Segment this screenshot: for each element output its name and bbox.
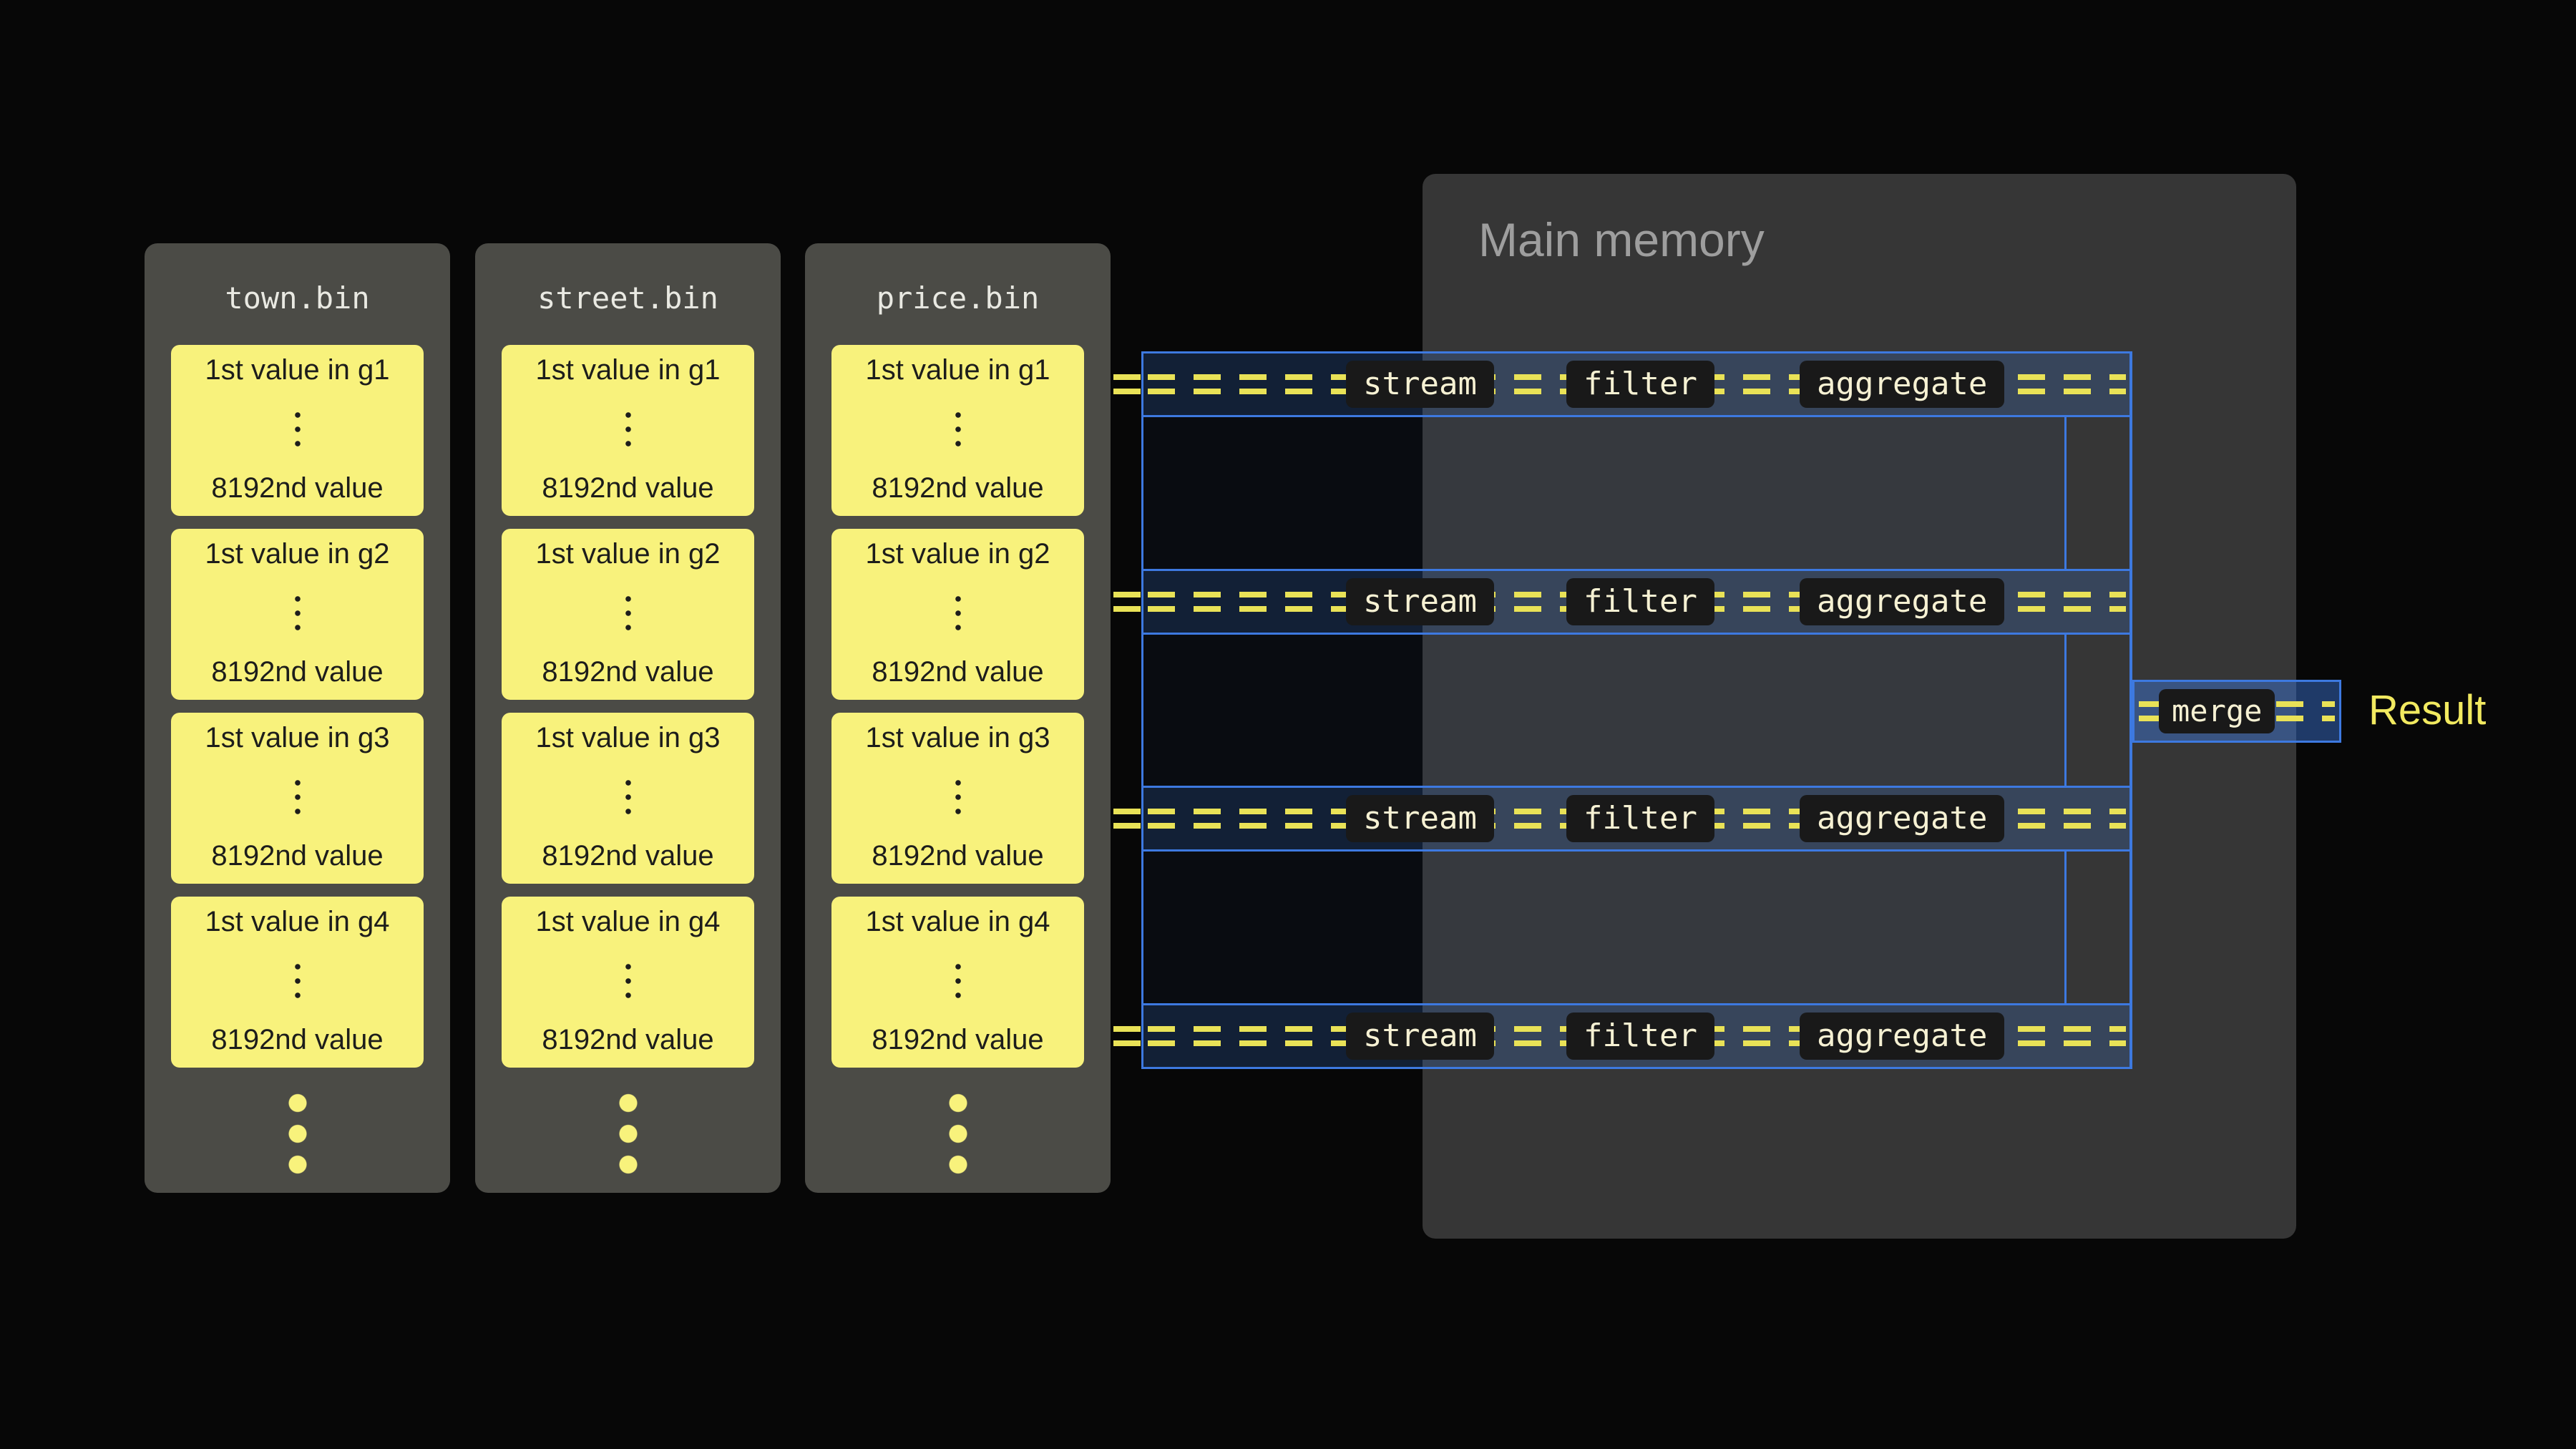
more-groups-ellipsis-icon <box>948 1088 967 1180</box>
group-box-g4: 1st value in g4 8192nd value <box>831 897 1084 1068</box>
file-panel-town: town.bin 1st value in g1 8192nd value 1s… <box>145 243 450 1193</box>
group-last-value: 8192nd value <box>872 656 1044 688</box>
stage-box-aggregate: aggregate <box>1800 1013 2005 1060</box>
group-last-value: 8192nd value <box>872 840 1044 872</box>
io-dash-icon <box>1113 1026 1142 1046</box>
vertical-ellipsis-icon <box>625 591 631 635</box>
group-last-value: 8192nd value <box>542 1024 714 1055</box>
group-box-g2: 1st value in g2 8192nd value <box>502 529 754 700</box>
vertical-ellipsis-icon <box>294 591 301 635</box>
group-last-value: 8192nd value <box>211 1024 384 1055</box>
vertical-ellipsis-icon <box>955 407 961 451</box>
stage-box-stream: stream <box>1346 1013 1494 1060</box>
merge-band: merge <box>2132 680 2341 743</box>
stage-box-filter: filter <box>1566 361 1714 408</box>
pipeline-connector-2 <box>1141 633 2067 788</box>
group-last-value: 8192nd value <box>542 840 714 872</box>
vertical-ellipsis-icon <box>294 959 301 1002</box>
stage-box-aggregate: aggregate <box>1800 795 2005 842</box>
stage-box-stream: stream <box>1346 578 1494 625</box>
group-last-value: 8192nd value <box>872 472 1044 504</box>
stage-box-aggregate: aggregate <box>1800 578 2005 625</box>
stage-box-aggregate: aggregate <box>1800 361 2005 408</box>
file-title: price.bin <box>876 280 1040 316</box>
group-first-value: 1st value in g3 <box>205 722 390 753</box>
merge-box: merge <box>2159 689 2275 733</box>
group-last-value: 8192nd value <box>211 472 384 504</box>
stage-box-filter: filter <box>1566 1013 1714 1060</box>
vertical-ellipsis-icon <box>625 959 631 1002</box>
stage-box-filter: filter <box>1566 578 1714 625</box>
group-last-value: 8192nd value <box>542 472 714 504</box>
group-box-g1: 1st value in g1 8192nd value <box>831 345 1084 516</box>
group-box-g4: 1st value in g4 8192nd value <box>502 897 754 1068</box>
group-last-value: 8192nd value <box>542 656 714 688</box>
pipeline-lane-4: stream filter aggregate <box>1113 1003 2132 1069</box>
group-last-value: 8192nd value <box>872 1024 1044 1055</box>
vertical-ellipsis-icon <box>955 959 961 1002</box>
group-first-value: 1st value in g1 <box>205 354 390 386</box>
main-memory-title: Main memory <box>1478 213 1765 266</box>
file-title: street.bin <box>537 280 718 316</box>
group-first-value: 1st value in g2 <box>535 538 721 570</box>
io-dash-icon <box>1113 809 1142 829</box>
group-last-value: 8192nd value <box>211 840 384 872</box>
group-box-g3: 1st value in g3 8192nd value <box>502 713 754 884</box>
group-box-g4: 1st value in g4 8192nd value <box>171 897 424 1068</box>
group-first-value: 1st value in g3 <box>865 722 1050 753</box>
pipeline-lane-2: stream filter aggregate <box>1113 569 2132 635</box>
group-box-g3: 1st value in g3 8192nd value <box>831 713 1084 884</box>
io-dash-icon <box>1113 592 1142 612</box>
stage-box-stream: stream <box>1346 361 1494 408</box>
vertical-ellipsis-icon <box>294 407 301 451</box>
group-first-value: 1st value in g2 <box>205 538 390 570</box>
stage-box-filter: filter <box>1566 795 1714 842</box>
vertical-ellipsis-icon <box>955 775 961 819</box>
group-first-value: 1st value in g1 <box>535 354 721 386</box>
pipeline-connector-3 <box>1141 849 2067 1005</box>
group-box-g3: 1st value in g3 8192nd value <box>171 713 424 884</box>
group-box-g2: 1st value in g2 8192nd value <box>831 529 1084 700</box>
result-label: Result <box>2368 687 2487 733</box>
group-box-g2: 1st value in g2 8192nd value <box>171 529 424 700</box>
group-last-value: 8192nd value <box>211 656 384 688</box>
merge-trunk-line <box>2129 351 2132 1069</box>
group-box-g1: 1st value in g1 8192nd value <box>171 345 424 516</box>
vertical-ellipsis-icon <box>955 591 961 635</box>
vertical-ellipsis-icon <box>625 775 631 819</box>
stage-box-stream: stream <box>1346 795 1494 842</box>
file-title: town.bin <box>225 280 370 316</box>
group-first-value: 1st value in g1 <box>865 354 1050 386</box>
vertical-ellipsis-icon <box>294 775 301 819</box>
more-groups-ellipsis-icon <box>288 1088 307 1180</box>
group-first-value: 1st value in g3 <box>535 722 721 753</box>
pipeline-connector-1 <box>1141 415 2067 571</box>
more-groups-ellipsis-icon <box>618 1088 638 1180</box>
group-first-value: 1st value in g4 <box>535 906 721 937</box>
io-dash-icon <box>1113 374 1142 394</box>
group-first-value: 1st value in g4 <box>865 906 1050 937</box>
vertical-ellipsis-icon <box>625 407 631 451</box>
group-box-g1: 1st value in g1 8192nd value <box>502 345 754 516</box>
file-panel-price: price.bin 1st value in g1 8192nd value 1… <box>805 243 1111 1193</box>
group-first-value: 1st value in g2 <box>865 538 1050 570</box>
pipeline-lane-1: stream filter aggregate <box>1113 351 2132 417</box>
pipeline-lane-3: stream filter aggregate <box>1113 786 2132 852</box>
group-first-value: 1st value in g4 <box>205 906 390 937</box>
file-panel-street: street.bin 1st value in g1 8192nd value … <box>475 243 781 1193</box>
